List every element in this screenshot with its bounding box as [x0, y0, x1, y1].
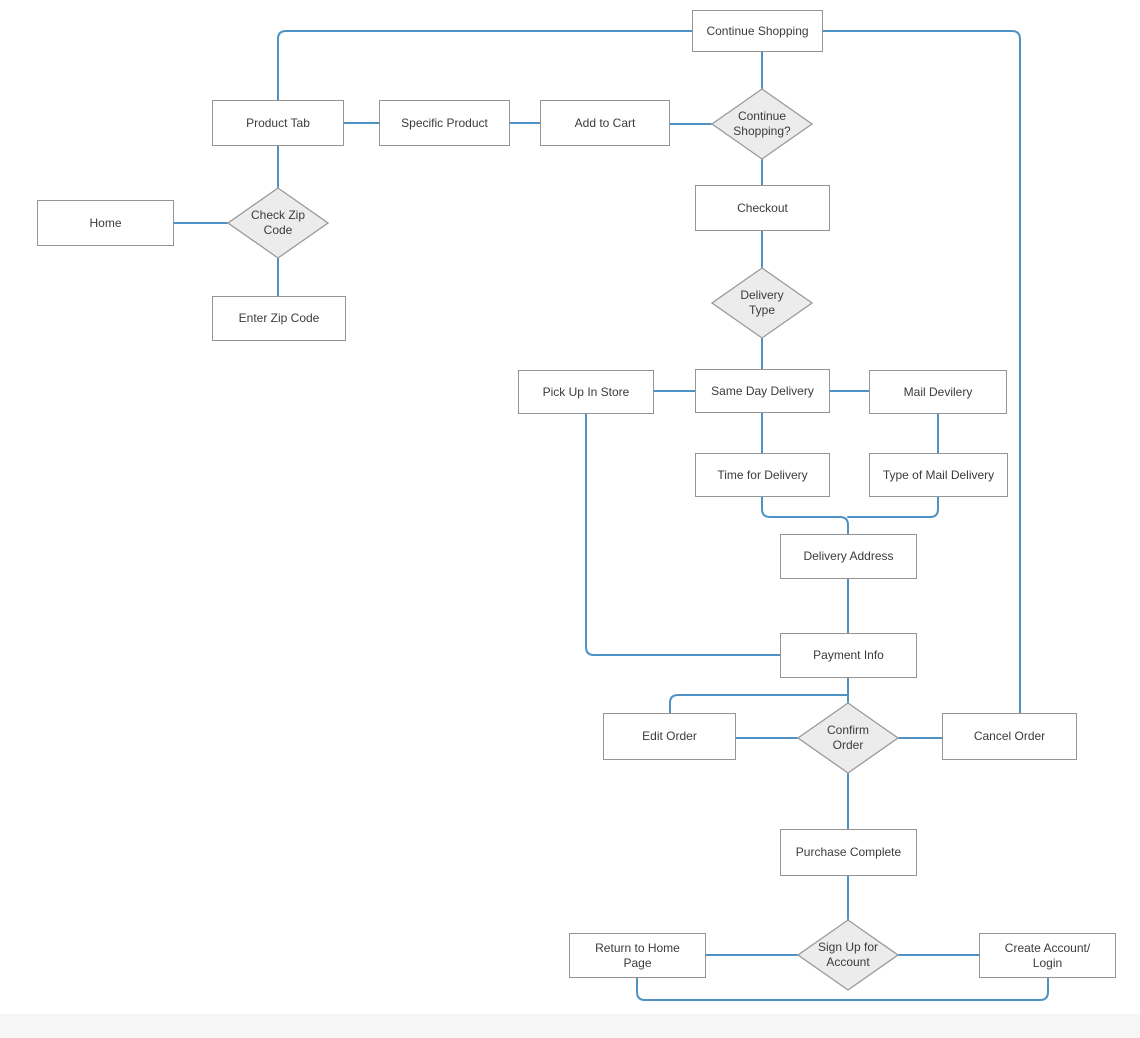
node-cancel-order: Cancel Order [942, 713, 1077, 760]
node-label: Purchase Complete [795, 845, 902, 859]
connector-payment-info--edit-order [669, 694, 849, 714]
diamond-shape [711, 88, 813, 160]
node-label: Delivery Address [803, 549, 894, 563]
connector-continue-shopping--product-tab [277, 30, 693, 101]
node-home: Home [37, 200, 174, 246]
node-label: Enter Zip Code [238, 311, 320, 325]
node-label: Edit Order [642, 729, 697, 743]
node-delivery-type: Delivery Type [711, 267, 813, 339]
node-add-to-cart: Add to Cart [540, 100, 670, 146]
node-label: Home [89, 215, 122, 230]
node-check-zip-code: Check Zip Code [227, 187, 329, 259]
connector-continue-shopping--cancel-order [822, 30, 1021, 714]
node-label: Continue Shopping [706, 23, 809, 38]
node-label: Delivery Type [740, 288, 784, 317]
node-enter-zip-code: Enter Zip Code [212, 296, 346, 341]
node-label: Cancel Order [973, 729, 1046, 743]
node-label: Specific Product [401, 115, 488, 130]
node-label: Continue Shopping? [733, 109, 791, 138]
connector-pick-up-in-store--payment-info [585, 413, 781, 656]
node-payment-info: Payment Info [780, 633, 917, 678]
node-edit-order: Edit Order [603, 713, 736, 760]
node-label: Return to Home Page [595, 940, 680, 970]
node-label: Payment Info [813, 648, 884, 662]
node-delivery-address: Delivery Address [780, 534, 917, 579]
node-checkout: Checkout [695, 185, 830, 231]
node-return-to-home-page: Return to Home Page [569, 933, 706, 978]
node-label: Same Day Delivery [711, 383, 814, 398]
node-label: Type of Mail Delivery [882, 467, 995, 482]
node-type-of-mail-delivery: Type of Mail Delivery [869, 453, 1008, 497]
node-time-for-delivery: Time for Delivery [695, 453, 830, 497]
node-label: Create Account/ Login [1004, 940, 1091, 970]
node-label: Confirm Order [826, 723, 869, 752]
node-continue-shopping-q: Continue Shopping? [711, 88, 813, 160]
node-label: Mail Devilery [903, 384, 973, 399]
diamond-shape [711, 267, 813, 339]
node-create-account-login: Create Account/ Login [979, 933, 1116, 978]
connector-time-for-delivery--delivery-address [761, 496, 849, 535]
connector-type-of-mail-delivery--delivery-address [847, 496, 939, 518]
node-purchase-complete: Purchase Complete [780, 829, 917, 876]
node-label: Add to Cart [574, 115, 636, 130]
node-confirm-order: Confirm Order [797, 702, 899, 774]
node-label: Check Zip Code [250, 208, 306, 237]
node-mail-devilery: Mail Devilery [869, 370, 1007, 414]
node-label: Pick Up In Store [542, 384, 630, 399]
node-label: Time for Delivery [717, 467, 808, 482]
diamond-shape [227, 187, 329, 259]
node-label: Product Tab [246, 115, 310, 130]
node-pick-up-in-store: Pick Up In Store [518, 370, 654, 414]
node-continue-shopping: Continue Shopping [692, 10, 823, 52]
canvas-footer-strip [0, 1014, 1140, 1038]
connector-return-to-home-page--create-account-login [636, 977, 1049, 1001]
node-same-day-delivery: Same Day Delivery [695, 369, 830, 413]
node-label: Checkout [737, 200, 788, 215]
node-specific-product: Specific Product [379, 100, 510, 146]
diamond-shape [797, 702, 899, 774]
node-label: Sign Up for Account [817, 940, 879, 969]
node-sign-up-for-account: Sign Up for Account [797, 919, 899, 991]
diamond-shape [797, 919, 899, 991]
node-product-tab: Product Tab [212, 100, 344, 146]
